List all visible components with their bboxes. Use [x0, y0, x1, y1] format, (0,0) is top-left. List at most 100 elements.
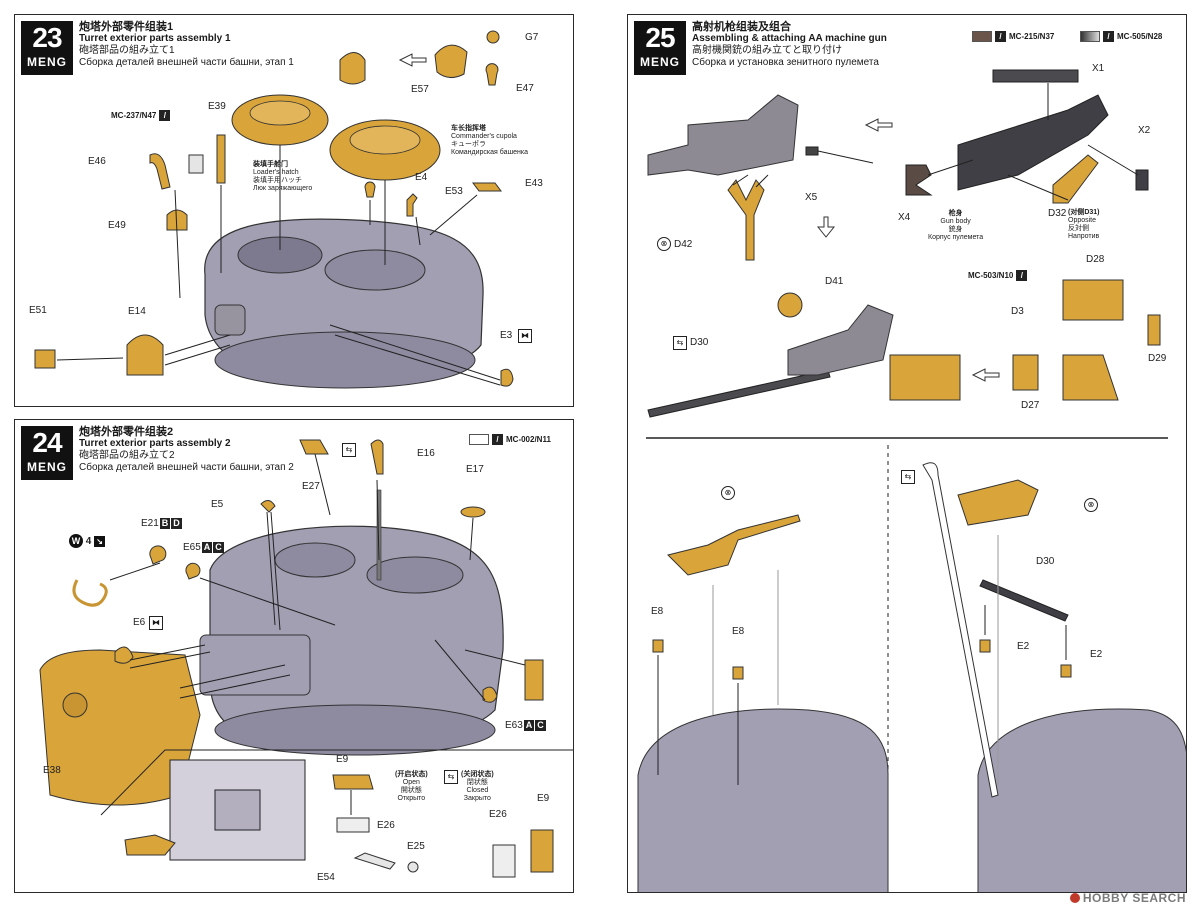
hobby-search-logo-icon	[1069, 893, 1080, 903]
part-label: D30	[1036, 556, 1055, 567]
part-E2	[979, 639, 991, 653]
part-label: E2	[1090, 649, 1103, 660]
part-E17	[460, 506, 486, 518]
loaders-hatch-caption: 装填手舱门 Loader's hatch 装填手用ハッチ Люк заряжаю…	[253, 161, 313, 192]
part-E43	[472, 182, 502, 192]
direction-arrow	[971, 368, 1000, 382]
watermark: HOBBY SEARCH	[1069, 891, 1186, 905]
part-E57	[339, 52, 366, 85]
part-E26-closed	[492, 844, 516, 878]
step-25-panel: 25 MENG 高射机枪组装及组合 Assembling & attaching…	[627, 14, 1187, 893]
step-25-diagram	[637, 69, 1186, 892]
brush-icon: /	[1016, 270, 1028, 281]
turret-ring	[214, 331, 476, 389]
part-label: E14	[128, 306, 146, 317]
part-label: E54	[317, 872, 335, 883]
part-D30	[647, 369, 831, 418]
part-E2b	[1060, 664, 1072, 678]
paint-callout: MC-237/N47 /	[111, 110, 171, 121]
part-label: X4	[898, 212, 911, 223]
gun-body-caption: 枪身 Gun body 銃身 Корпус пулемета	[928, 210, 984, 241]
direction-arrow	[398, 53, 427, 67]
flip-symbol-icon: ⇆	[673, 336, 687, 350]
pintle-mount	[922, 462, 999, 798]
part-E5	[260, 500, 276, 513]
part-label: E27	[302, 481, 320, 492]
ammo-box	[889, 354, 961, 401]
paint-callout: / MC-505/N28	[1080, 31, 1162, 42]
part-label: E4	[415, 172, 428, 183]
part-X1	[992, 69, 1079, 83]
step-24-panel: 24 MENG 炮塔外部零件组装2 Turret exterior parts …	[14, 419, 574, 893]
part-E14	[126, 334, 164, 376]
part-label: D30	[690, 337, 709, 348]
part-D27	[1062, 354, 1119, 401]
part-D28	[1062, 279, 1124, 321]
step-title-block: 炮塔外部零件组装2 Turret exterior parts assembly…	[79, 426, 294, 473]
no-glue-icon: ⊗	[721, 486, 735, 500]
flip-symbol-icon: ⧓	[518, 329, 532, 343]
part-label: E51	[29, 305, 47, 316]
part-label: E3	[500, 330, 513, 341]
part-E27	[299, 439, 329, 455]
open-state-caption: (开启状态) Open 開状態 Открыто	[395, 771, 428, 802]
paint-callout: / MC-002/N11	[469, 434, 551, 445]
part-E16	[370, 439, 384, 475]
brush-icon: /	[159, 110, 171, 121]
step-23-diagram	[34, 30, 514, 389]
no-glue-icon: ⊗	[657, 237, 671, 251]
part-X2	[1135, 169, 1149, 191]
part-label: E25	[407, 841, 425, 852]
step-number-badge: 23 MENG	[21, 21, 73, 75]
white-swatch	[469, 434, 489, 445]
part-label: E9	[537, 793, 550, 804]
flip-symbol-icon: ⇆	[901, 470, 915, 484]
part-label: E17	[466, 464, 484, 475]
aa-gun-mounted-2	[957, 479, 1039, 526]
part-E49	[166, 209, 188, 231]
inset-detail-box	[100, 749, 573, 861]
part-label: X5	[805, 192, 818, 203]
step-24-diagram	[39, 439, 573, 878]
part-label: E6	[133, 617, 146, 628]
part-label: D27	[1021, 400, 1040, 411]
part-G7	[486, 30, 500, 44]
cupola-ring	[324, 249, 426, 291]
part-label: D41	[825, 276, 844, 287]
part-E63-right	[524, 659, 544, 701]
part-label: E9	[336, 754, 349, 765]
direction-arrow	[816, 216, 836, 238]
part-D41	[777, 292, 803, 318]
part-E25	[407, 861, 419, 873]
opposite-caption: (对侧D31) Opposite 反対側 Напротив	[1068, 209, 1100, 240]
step-23-panel: 23 MENG 炮塔外部零件组装1 Turret exterior parts …	[14, 14, 574, 407]
part-E9-closed	[530, 829, 554, 873]
brush-icon: /	[995, 31, 1006, 42]
part-label: E38	[43, 765, 61, 776]
part-G7-body	[434, 44, 468, 78]
gun-assembly-2	[787, 304, 894, 376]
part-label: E26	[489, 809, 507, 820]
gun-body	[957, 94, 1109, 191]
part-E6	[114, 646, 134, 664]
part-X4	[905, 164, 933, 196]
part-label: D28	[1086, 254, 1105, 265]
flip-symbol-icon: ⧓	[149, 616, 163, 630]
part-label: E53	[445, 186, 463, 197]
part-label: E39	[208, 101, 226, 112]
part-E21	[149, 545, 167, 565]
tow-cable	[72, 579, 108, 607]
part-label: X1	[1092, 63, 1105, 74]
part-E8b	[732, 666, 744, 680]
part-E26	[336, 817, 370, 833]
turret-lower-left	[637, 708, 889, 892]
flip-symbol-icon: ⇆	[342, 443, 356, 457]
part-E9	[332, 774, 374, 790]
part-E53	[406, 193, 418, 217]
part-label: E16	[417, 448, 435, 459]
part-D32	[1052, 154, 1099, 204]
part-E47	[485, 63, 499, 86]
part-label: E5	[211, 499, 224, 510]
part-X5	[805, 146, 819, 156]
